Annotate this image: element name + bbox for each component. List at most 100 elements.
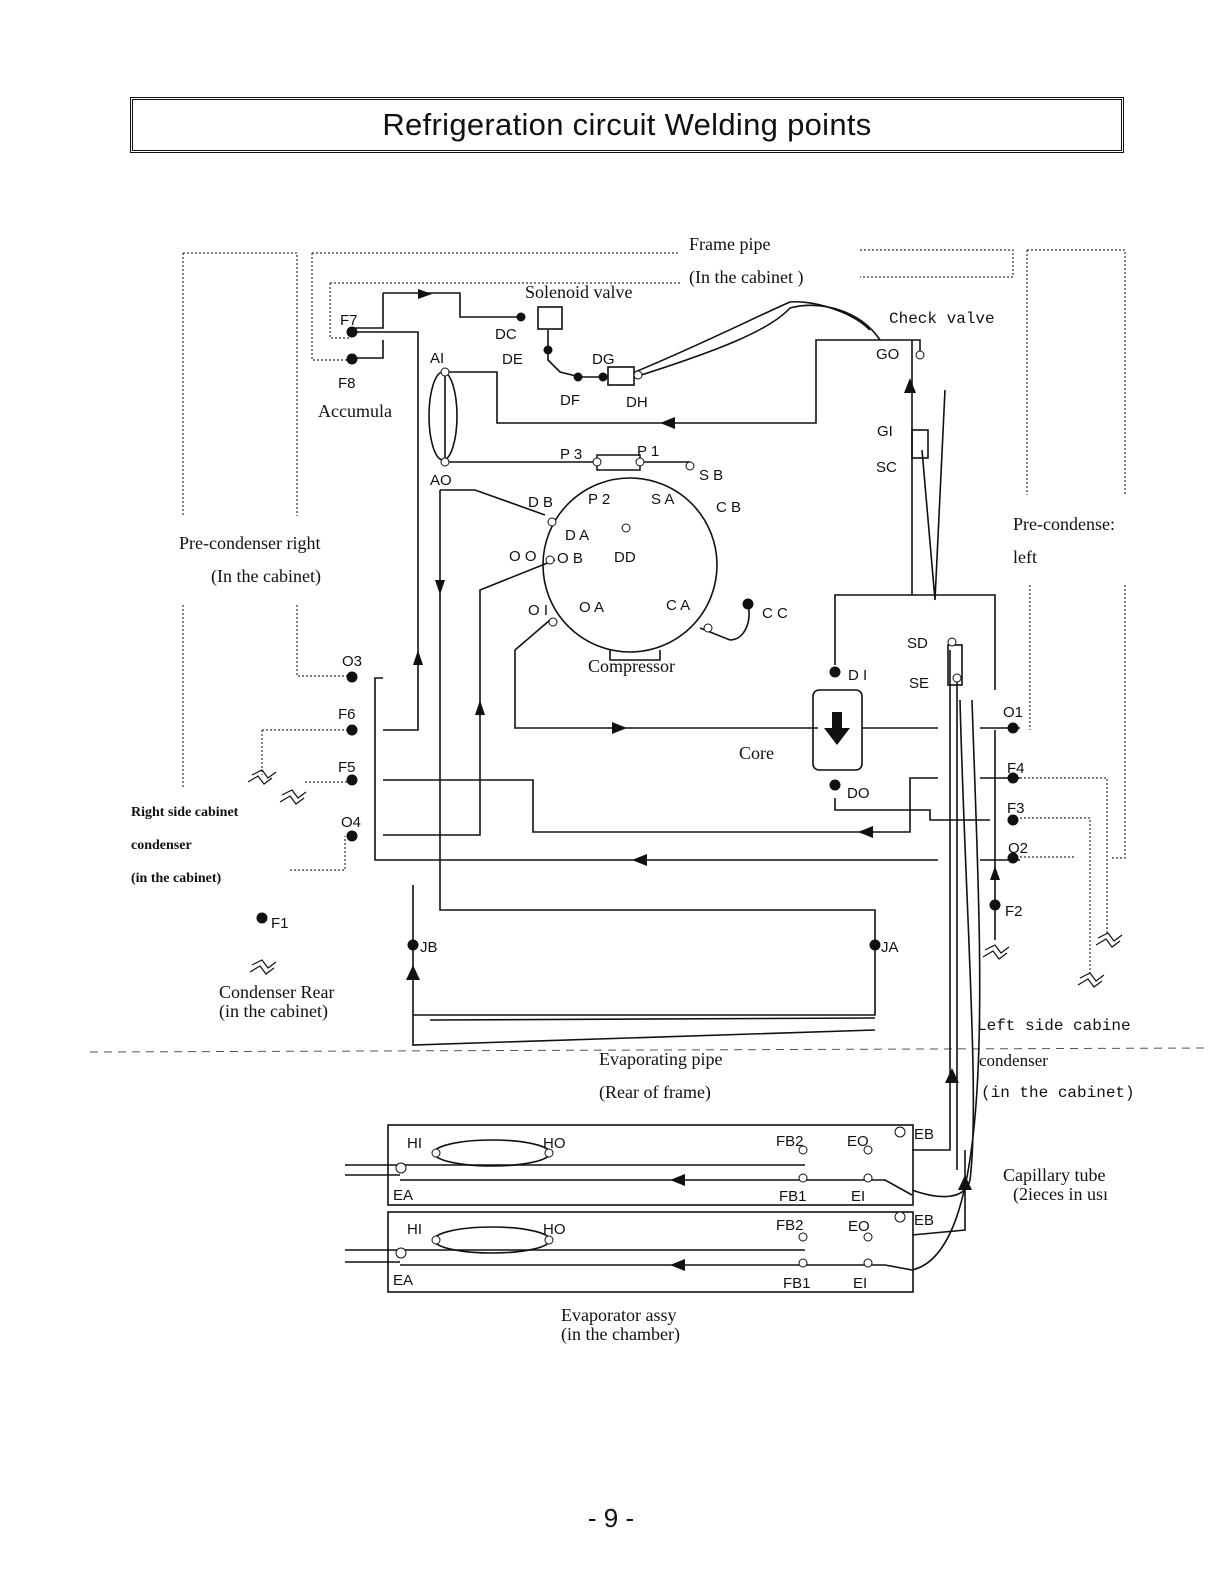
- point-label-df: DF: [560, 392, 580, 409]
- point-label-jb: JB: [420, 939, 438, 956]
- point-label-p2: P 2: [588, 491, 611, 508]
- flow-arrow: [418, 289, 432, 299]
- flow-arrow: [670, 1174, 685, 1186]
- evaporating-pipe-label: Evaporating pipe: [599, 1049, 723, 1069]
- point-label-sc: SC: [876, 459, 897, 476]
- frame-pipe-label: Frame pipe: [689, 234, 771, 254]
- evaporator-frame-2: [387, 1211, 914, 1293]
- weld-point: [798, 1145, 808, 1155]
- weld-point: [863, 1232, 873, 1242]
- evaporator-hose-2: [433, 1226, 551, 1254]
- frame-pipe-sub-label: (In the cabinet ): [689, 267, 804, 287]
- weld-point: [431, 1148, 441, 1158]
- point-label-dh: DH: [626, 394, 648, 411]
- flow-arrow: [475, 700, 485, 715]
- right-side-in-cabinet-label: (in the cabinet): [131, 871, 222, 886]
- weld-point: [592, 457, 602, 467]
- point-label-f4: F4: [1007, 760, 1025, 777]
- point-label-ho-1: HO: [543, 1135, 566, 1152]
- weld-point: [894, 1126, 906, 1138]
- point-label-fb2-1: FB2: [776, 1133, 804, 1150]
- accumulator-shape: [428, 371, 458, 461]
- title-box: Refrigeration circuit Welding points: [130, 97, 1124, 153]
- point-label-gi: GI: [877, 423, 893, 440]
- point-label-eb-2: EB: [914, 1212, 935, 1229]
- core-arrow-icon: [824, 712, 850, 745]
- weld-point: [798, 1258, 808, 1268]
- flow-arrow: [612, 722, 627, 734]
- point-label-f6: F6: [338, 706, 356, 723]
- point-label-o4: O4: [341, 814, 362, 831]
- pre-condenser-left-label: Pre-condense:: [1013, 514, 1115, 534]
- weld-point: [915, 350, 925, 360]
- flow-arrow: [406, 965, 420, 980]
- point-label-f3: F3: [1007, 800, 1025, 817]
- solenoid-valve-label: Solenoid valve: [525, 282, 633, 302]
- weld-point: [346, 774, 358, 786]
- point-label-oi: O I: [528, 602, 549, 619]
- page-number: - 9 -: [587, 1503, 635, 1533]
- pre-condenser-left-sub-label: left: [1013, 547, 1037, 567]
- point-label-o3: O3: [342, 653, 363, 670]
- weld-point: [440, 367, 450, 377]
- weld-point: [346, 671, 358, 683]
- flow-arrow: [413, 650, 423, 665]
- weld-point: [947, 637, 957, 647]
- weld-point: [621, 523, 631, 533]
- point-label-eb-1: EB: [914, 1126, 935, 1143]
- weld-point: [952, 673, 962, 683]
- point-label-fb1-1: FB1: [779, 1188, 807, 1205]
- evaporating-pipe-sub-label: (Rear of frame): [599, 1082, 711, 1102]
- strainer-shape: [607, 366, 635, 386]
- weld-point: [1007, 814, 1019, 826]
- weld-point: [703, 623, 713, 633]
- flow-arrow: [990, 866, 1000, 880]
- weld-point: [543, 345, 553, 355]
- check-valve-label: Check valve: [889, 310, 995, 328]
- point-label-p3: P 3: [560, 446, 583, 463]
- weld-point: [742, 598, 754, 610]
- weld-point: [547, 517, 557, 527]
- weld-point: [440, 457, 450, 467]
- point-label-ei-2: EI: [853, 1275, 868, 1292]
- point-label-da: D A: [565, 527, 590, 544]
- pre-condenser-right-label: Pre-condenser right: [179, 533, 321, 553]
- pipe-lines: [345, 292, 1020, 1271]
- weld-point: [635, 457, 645, 467]
- point-label-ja: JA: [881, 939, 899, 956]
- weld-point: [407, 939, 419, 951]
- dotted-cabinet-outlines: [182, 249, 1126, 975]
- condenser-rear-sub-label: (in the cabinet): [219, 1001, 328, 1021]
- point-label-ca: C A: [666, 597, 691, 614]
- weld-point: [573, 372, 583, 382]
- top-fitting: [596, 454, 641, 471]
- compressor-label: Compressor: [588, 656, 675, 676]
- evaporator-hose-1: [433, 1139, 551, 1167]
- evaporator-assy-label: Evaporator assy: [561, 1305, 677, 1325]
- point-label-cb: C B: [716, 499, 742, 516]
- point-label-eo-1: EO: [847, 1133, 869, 1150]
- pre-condenser-right-sub-label: (In the cabinet): [211, 566, 321, 586]
- components: [387, 306, 963, 1293]
- weld-point: [829, 666, 841, 678]
- point-label-cc: C C: [762, 605, 788, 622]
- point-label-fb2-2: FB2: [776, 1217, 804, 1234]
- point-label-f5: F5: [338, 759, 356, 776]
- weld-point: [346, 326, 358, 338]
- weld-point: [863, 1173, 873, 1183]
- weld-point: [548, 617, 558, 627]
- weld-point: [346, 830, 358, 842]
- evaporator-assy-sub-label: (in the chamber): [561, 1324, 680, 1344]
- point-label-oa: O A: [579, 599, 605, 616]
- weld-point: [544, 1235, 554, 1245]
- pipe-break-symbols: [247, 769, 1123, 988]
- point-label-f8: F8: [338, 375, 356, 392]
- point-label-ea-2: EA: [393, 1272, 414, 1289]
- point-label-o1: O1: [1003, 704, 1024, 721]
- flow-arrow: [945, 1068, 959, 1083]
- compressor-shape: [542, 477, 718, 653]
- point-label-hi-1: HI: [407, 1135, 422, 1152]
- point-label-ea-1: EA: [393, 1187, 414, 1204]
- point-label-f1: F1: [271, 915, 289, 932]
